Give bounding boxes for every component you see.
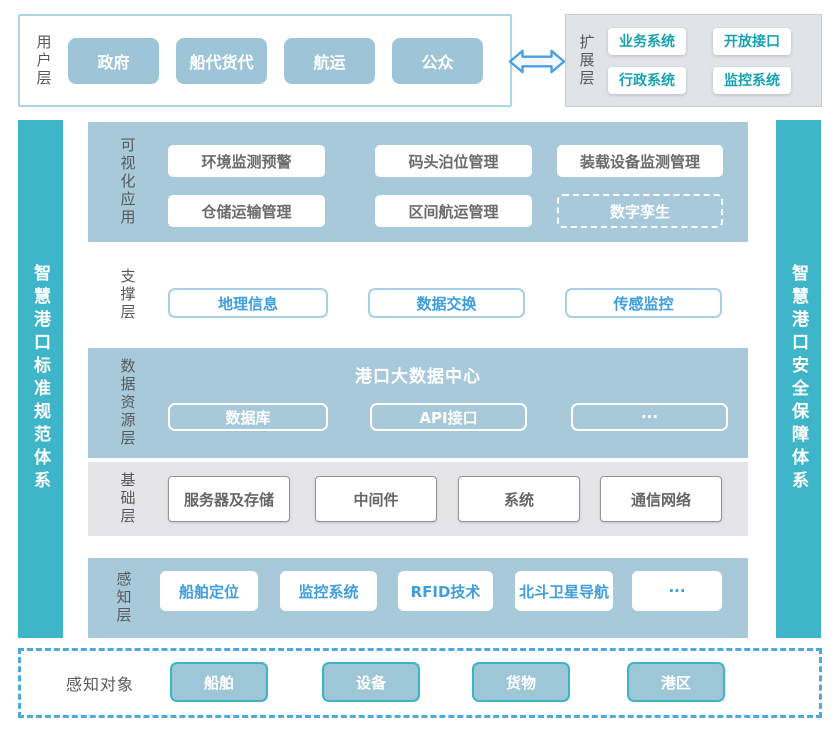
user-layer-items: 政府 船代货代 航运 公众 [68,37,483,84]
extension-layer-items: 业务系统 开放接口 行政系统 监控系统 [608,27,791,94]
extension-layer-label: 扩展层 [577,33,596,88]
base-item-system: 系统 [458,476,580,522]
visualization-layer-panel: 可视化应用 环境监测预警 码头泊位管理 装载设备监测管理 仓储运输管理 区间航运… [88,122,748,242]
perception-item-beidou-navigation: 北斗卫星导航 [515,571,613,611]
data-resource-layer-label: 数据资源层 [118,358,137,448]
perception-objects-panel: 感知对象 船舶 设备 货物 港区 [18,648,822,718]
security-system-bar: 智慧港口安全保障体系 [776,120,821,638]
viz-item-warehouse-transport: 仓储运输管理 [168,195,325,227]
data-resource-layer-panel: 数据资源层 港口大数据中心 数据库 API接口 ··· [88,348,748,458]
viz-item-interval-shipping: 区间航运管理 [375,195,532,227]
user-item-government: 政府 [68,37,159,84]
base-item-middleware: 中间件 [315,476,437,522]
viz-item-berth-management: 码头泊位管理 [375,145,532,177]
support-item-data-exchange: 数据交换 [368,288,525,318]
object-item-ships: 船舶 [170,662,268,702]
perception-layer-panel: 感知层 船舶定位 监控系统 RFID技术 北斗卫星导航 ··· [88,558,748,638]
extension-item-business-system: 业务系统 [608,27,686,55]
user-item-shipping: 航运 [284,37,375,84]
extension-item-open-interface: 开放接口 [713,27,791,55]
viz-item-environment-monitoring: 环境监测预警 [168,145,325,177]
extension-layer-panel: 扩展层 业务系统 开放接口 行政系统 监控系统 [565,14,822,107]
viz-item-loading-equipment: 装载设备监测管理 [557,145,723,177]
data-resource-layer-items: 数据库 API接口 ··· [168,348,748,458]
visualization-layer-items: 环境监测预警 码头泊位管理 装载设备监测管理 仓储运输管理 区间航运管理 数字孪… [168,122,748,242]
object-item-cargo: 货物 [472,662,570,702]
support-item-sensor-monitoring: 传感监控 [565,288,722,318]
user-layer-label: 用户层 [34,33,53,88]
base-item-comm-network: 通信网络 [600,476,722,522]
perception-objects-label: 感知对象 [66,675,135,694]
support-item-geographic-info: 地理信息 [168,288,328,318]
standards-system-bar: 智慧港口标准规范体系 [18,120,63,638]
user-item-ship-freight-agents: 船代货代 [176,37,267,84]
data-item-api-interface: API接口 [370,403,527,431]
data-item-ellipsis: ··· [571,403,728,431]
data-item-database: 数据库 [168,403,328,431]
perception-layer-label: 感知层 [114,571,133,625]
perception-item-ship-positioning: 船舶定位 [160,571,258,611]
user-layer-panel: 用户层 政府 船代货代 航运 公众 [18,14,512,107]
object-item-equipment: 设备 [322,662,420,702]
viz-item-digital-twin: 数字孪生 [557,194,723,228]
object-item-port-area: 港区 [627,662,725,702]
base-layer-panel: 基础层 服务器及存储 中间件 系统 通信网络 [88,462,748,536]
horizontal-double-arrow-icon [508,47,566,76]
extension-item-monitoring-system: 监控系统 [713,66,791,94]
visualization-layer-label: 可视化应用 [118,137,137,227]
perception-item-monitoring-system: 监控系统 [280,571,377,611]
extension-item-admin-system: 行政系统 [608,66,686,94]
base-item-server-storage: 服务器及存储 [168,476,290,522]
standards-system-bar-label: 智慧港口标准规范体系 [30,264,50,494]
base-layer-label: 基础层 [118,472,137,526]
perception-layer-items: 船舶定位 监控系统 RFID技术 北斗卫星导航 ··· [160,558,748,638]
support-layer-panel: 支撑层 地理信息 数据交换 传感监控 [88,242,748,348]
perception-item-rfid-technology: RFID技术 [398,571,493,611]
user-item-public: 公众 [392,37,483,84]
big-data-center-title: 港口大数据中心 [355,367,481,387]
support-layer-label: 支撑层 [118,268,137,322]
security-system-bar-label: 智慧港口安全保障体系 [788,264,808,494]
support-layer-items: 地理信息 数据交换 传感监控 [168,242,748,348]
base-layer-items: 服务器及存储 中间件 系统 通信网络 [168,462,748,536]
perception-item-ellipsis: ··· [632,571,722,611]
